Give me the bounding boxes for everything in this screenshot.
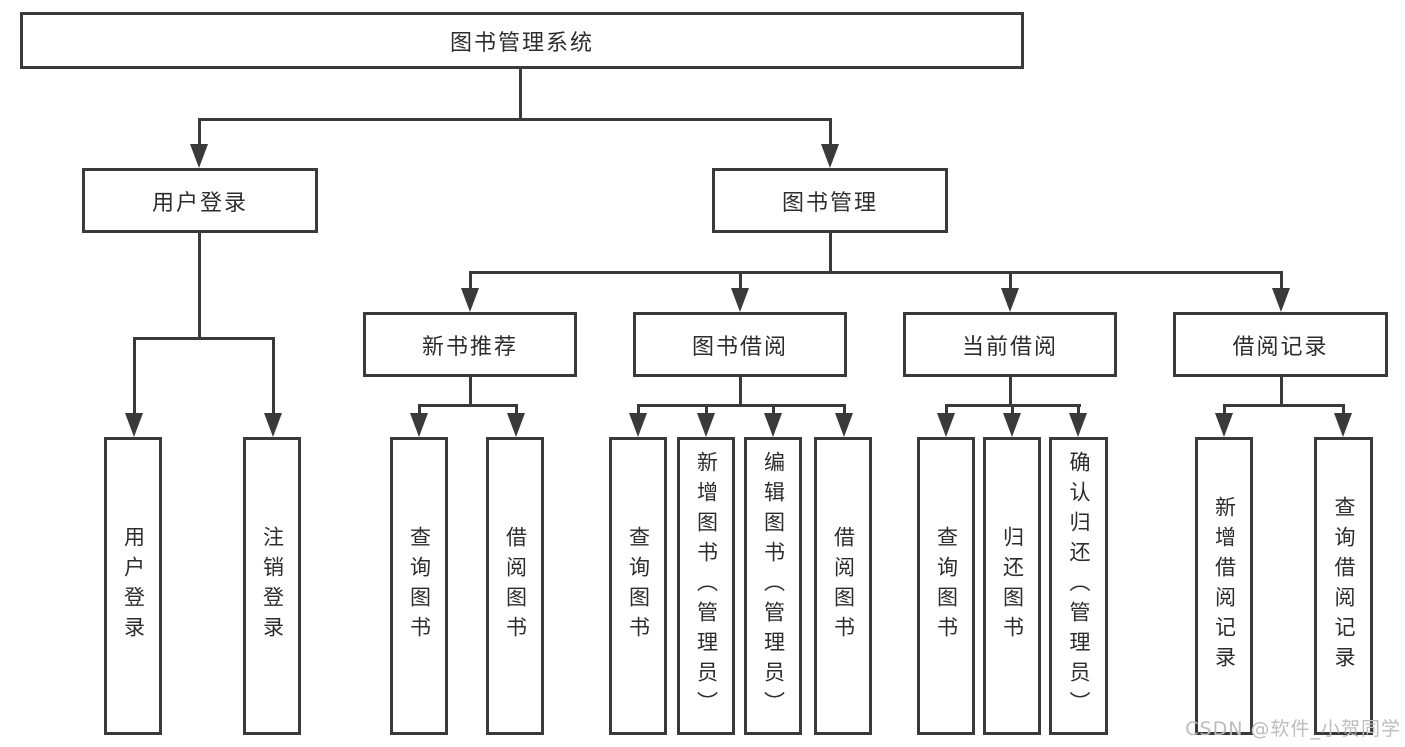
leaf-label: 查询借阅记录 [1332,496,1356,676]
connector-line [637,406,640,414]
connector-line [418,404,518,407]
node-new-book-recommendation: 新书推荐 [363,312,577,377]
connector-line [1223,404,1345,407]
connector-line [198,120,201,146]
leaf-recommend-borrow-books: 借阅图书 [486,437,544,735]
leaf-recommend-query-books: 查询图书 [390,437,448,735]
connector-line [843,406,846,414]
connector-line [469,271,1283,274]
arrowhead-down-icon [821,144,839,168]
leaf-logout: 注销登录 [243,437,301,735]
leaf-add-borrow-record: 新增借阅记录 [1195,437,1253,735]
arrowhead-down-icon [764,413,782,437]
connector-line [1009,377,1012,407]
connector-line [519,68,522,120]
connector-line [1342,406,1345,414]
leaf-borrow-query-books: 查询图书 [609,437,667,735]
connector-line [772,406,775,414]
leaf-label: 查询图书 [626,526,651,646]
node-current-borrowing: 当前借阅 [903,312,1117,377]
connector-line [198,118,832,121]
leaf-label: 查询图书 [407,526,432,646]
connector-line [945,404,1081,407]
leaf-label: 借阅图书 [503,526,528,646]
arrowhead-down-icon [937,413,955,437]
arrowhead-down-icon [1215,413,1233,437]
connector-line [1077,406,1080,414]
connector-line [469,377,472,407]
node-library-management-system: 图书管理系统 [20,12,1024,69]
connector-line [418,406,421,414]
arrowhead-down-icon [264,413,282,437]
connector-line [515,406,518,414]
leaf-user-login: 用户登录 [104,437,162,735]
connector-line [272,339,275,413]
connector-line [1011,406,1014,414]
leaf-label: 用户登录 [121,526,146,646]
node-book-management: 图书管理 [712,168,948,233]
connector-line [945,406,948,414]
connector-line [469,273,472,289]
leaf-label: 确认归还（管理员） [1067,451,1091,721]
arrowhead-down-icon [410,413,428,437]
node-book-borrowing: 图书借阅 [633,312,847,377]
leaf-current-query-books: 查询图书 [917,437,975,735]
arrowhead-down-icon [1069,413,1087,437]
connector-line [198,233,201,339]
arrowhead-down-icon [731,288,749,312]
leaf-borrow-books: 借阅图书 [814,437,872,735]
arrowhead-down-icon [1001,288,1019,312]
arrowhead-down-icon [629,413,647,437]
arrowhead-down-icon [1003,413,1021,437]
arrowhead-down-icon [507,413,525,437]
leaf-return-books: 归还图书 [983,437,1041,735]
connector-line [133,339,136,413]
leaf-label: 借阅图书 [831,526,856,646]
connector-line [1223,406,1226,414]
arrowhead-down-icon [1272,288,1290,312]
node-user-login: 用户登录 [82,168,318,233]
arrowhead-down-icon [835,413,853,437]
leaf-label: 归还图书 [1000,526,1025,646]
leaf-query-borrow-record: 查询借阅记录 [1314,437,1373,735]
leaf-label: 注销登录 [260,526,285,646]
node-borrowing-records: 借阅记录 [1173,312,1388,377]
leaf-label: 新增借阅记录 [1212,496,1237,676]
arrowhead-down-icon [461,288,479,312]
leaf-add-books-admin: 新增图书（管理员） [677,437,735,735]
watermark: CSDN @软件_小贺同学 [1185,718,1401,740]
arrowhead-down-icon [190,144,208,168]
connector-line [829,233,832,273]
connector-line [637,404,846,407]
connector-line [1009,273,1012,289]
arrowhead-down-icon [697,413,715,437]
arrowhead-down-icon [1334,413,1352,437]
leaf-label: 新增图书（管理员） [694,451,719,721]
connector-line [829,120,832,146]
leaf-edit-books-admin: 编辑图书（管理员） [744,437,802,735]
connector-line [133,337,275,340]
connector-line [739,273,742,289]
connector-line [1280,377,1283,407]
leaf-confirm-return-admin: 确认归还（管理员） [1049,437,1108,735]
leaf-label: 编辑图书（管理员） [761,451,786,721]
connector-line [705,406,708,414]
leaf-label: 查询图书 [934,526,959,646]
connector-line [1280,273,1283,289]
arrowhead-down-icon [125,413,143,437]
connector-line [739,377,742,407]
